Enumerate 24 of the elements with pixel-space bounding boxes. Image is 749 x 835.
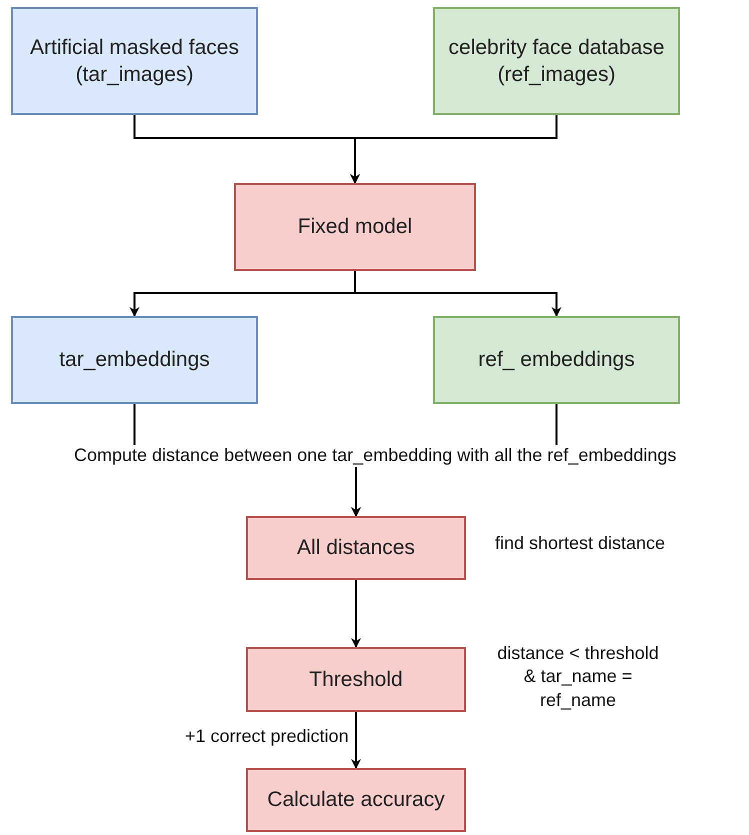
edge-label: Compute distance between one tar_embedding with all the ref_embeddings	[74, 445, 676, 467]
arrow	[354, 271, 562, 317]
process-box	[246, 647, 466, 712]
box-text: All distances	[297, 535, 415, 562]
process-box	[433, 7, 680, 115]
arrow	[350, 115, 558, 184]
process-box	[11, 7, 258, 115]
edge-label: +1 correct prediction	[185, 726, 349, 748]
process-box	[234, 183, 476, 271]
box-text: ref_ embeddings	[478, 347, 635, 374]
box-text: Artificial masked faces (tar_images)	[29, 34, 240, 88]
box-text: celebrity face database (ref_images)	[448, 34, 666, 88]
process-box	[246, 516, 466, 580]
box-text: tar_embeddings	[59, 347, 210, 374]
box-text: Calculate accuracy	[267, 787, 445, 814]
arrow	[351, 712, 361, 769]
box-text: Fixed model	[298, 214, 412, 240]
box-text: Threshold	[309, 666, 403, 693]
side-note: find shortest distance	[494, 532, 666, 555]
process-box	[433, 316, 680, 404]
process-box	[246, 768, 466, 832]
process-box	[11, 316, 258, 404]
side-note: distance < threshold & tar_name = ref_name	[496, 642, 660, 712]
arrow	[351, 580, 361, 648]
